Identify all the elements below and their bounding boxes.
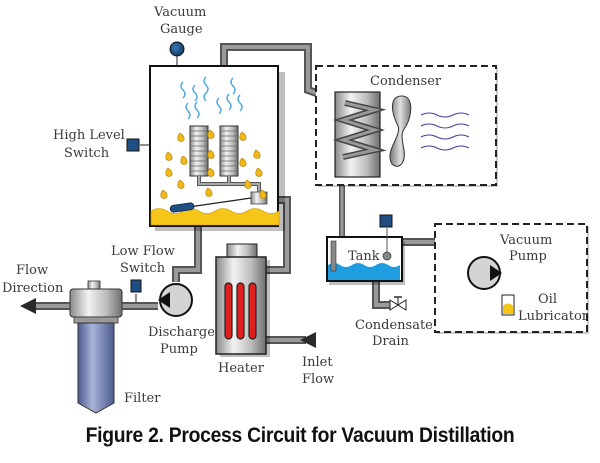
filter-label: Filter — [124, 391, 161, 406]
vessel-to-pump-pipe — [172, 226, 202, 282]
tank-level-sensor-icon — [379, 214, 393, 228]
vacuum-pump-label-line1: Vacuum — [499, 233, 552, 248]
high-level-switch-label-line1: High Level — [53, 128, 125, 143]
distillation-vessel — [149, 65, 285, 231]
low-flow-switch-icon — [130, 279, 142, 293]
condensate-drain-label-line1: Condensate — [355, 318, 433, 333]
heating-element-icon — [224, 282, 233, 340]
inlet-flow-arrow-icon — [300, 332, 316, 348]
tank-condensate — [328, 263, 400, 280]
figure-caption: Figure 2. Process Circuit for Vacuum Dis… — [85, 424, 515, 447]
discharge-pump-label-line2: Pump — [160, 342, 198, 357]
vapor-icon — [180, 76, 243, 120]
low-flow-switch-label-line2: Switch — [120, 261, 166, 276]
inlet-flow-label-line1: Inlet — [302, 355, 333, 370]
filter — [69, 280, 123, 414]
vacuum-pump-unit: Vacuum Pump Oil Lubricator — [434, 223, 589, 334]
flow-direction-label-line2: Direction — [2, 281, 64, 296]
oil-lubricator-label-line2: Lubricator — [518, 309, 589, 324]
high-level-switch-icon — [126, 138, 140, 152]
vacuum-pump-label-line2: Pump — [509, 249, 547, 264]
heating-element-icon — [248, 282, 257, 340]
inlet-flow-label-line2: Flow — [302, 372, 334, 387]
condenser-unit: Condenser — [315, 65, 498, 187]
float — [169, 202, 195, 213]
vacuum-gauge-icon — [169, 41, 185, 57]
discharge-pump-label-line1: Discharge — [148, 325, 215, 340]
high-level-switch-label-line2: Switch — [64, 146, 110, 161]
airflow-waves-icon — [420, 112, 470, 151]
tank: Tank — [326, 214, 405, 285]
condensate-drain-label-line2: Drain — [372, 334, 410, 349]
vacuum-gauge-label-line1: Vacuum — [153, 5, 206, 20]
flow-direction-label-line1: Flow — [16, 263, 48, 278]
heater-label: Heater — [218, 361, 265, 376]
condenser-label: Condenser — [370, 74, 442, 89]
labels: Vacuum Gauge High Level Switch Low Flow … — [2, 5, 433, 406]
droplets-icon — [160, 129, 267, 199]
fan-icon — [389, 95, 412, 167]
vacuum-gauge-label-line2: Gauge — [160, 22, 203, 37]
low-flow-switch-label-line1: Low Flow — [111, 244, 175, 259]
spray-columns — [189, 125, 261, 192]
vessel-liquid — [150, 208, 280, 226]
oil-lubricator-label-line1: Oil — [538, 292, 557, 307]
tank-level-float-icon — [382, 251, 392, 261]
condensate-drain-valve-icon — [389, 296, 407, 311]
heater — [215, 243, 270, 357]
flow-direction-arrow-icon — [20, 298, 36, 314]
tank-label: Tank — [348, 249, 380, 264]
filter-canister — [77, 322, 115, 414]
heating-element-icon — [236, 282, 245, 340]
